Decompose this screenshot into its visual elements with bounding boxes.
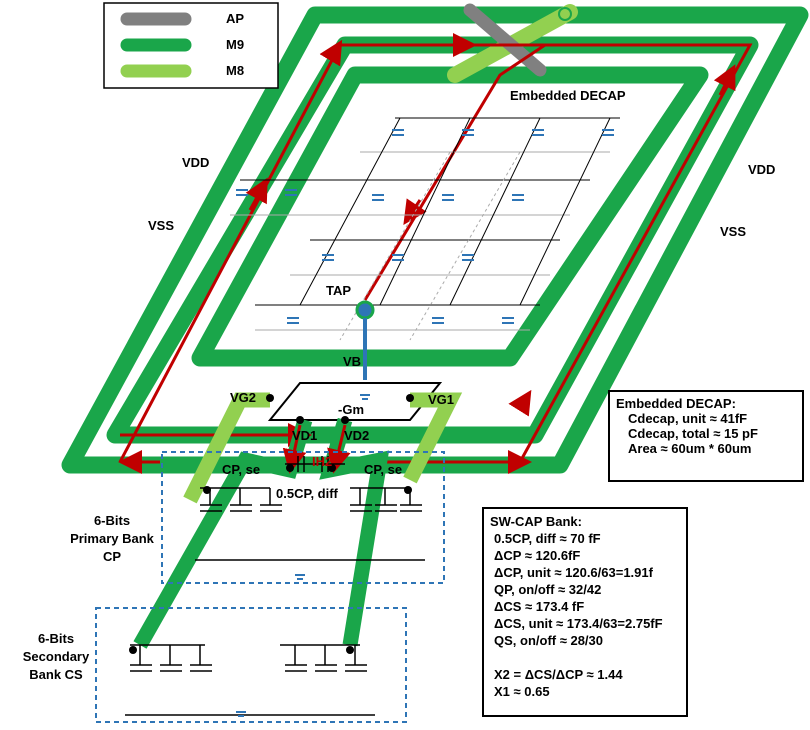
swcap-info-box: SW-CAP Bank: 0.5CP, diff ≈ 70 fF ΔCP ≈ 1…: [482, 507, 688, 717]
ap-crossover: [463, 3, 547, 77]
decap-info-line: Area ≈ 60um * 60um: [628, 441, 752, 456]
inner-m9-ring: [191, 66, 709, 367]
secondary-bank-box: [95, 607, 407, 723]
vss-left-label: VSS: [148, 218, 175, 233]
embedded-decap-title: Embedded DECAP: [510, 88, 626, 103]
decap-info-box: Embedded DECAP: Cdecap, unit ≈ 41fF Cdec…: [608, 390, 804, 482]
swcap-info-line: ΔCP, unit ≈ 120.6/63=1.91f: [494, 565, 653, 580]
swcap-info-title: SW-CAP Bank:: [490, 514, 582, 529]
current-path-inner: [363, 43, 546, 301]
primary-bank-schematic: [195, 456, 425, 561]
gm-block: [267, 382, 443, 421]
cp-se-left-label: CP, se: [222, 462, 261, 477]
vd1-label: VD1: [292, 428, 318, 443]
swcap-info-line: X2 = ΔCS/ΔCP ≈ 1.44: [494, 667, 623, 682]
tap-label: TAP: [326, 283, 352, 298]
vd2-label: VD2: [344, 428, 370, 443]
decap-info-title: Embedded DECAP:: [616, 396, 736, 411]
swcap-info-line: QP, on/off ≈ 32/42: [494, 582, 602, 597]
secondary-bank-label: 6-Bits Secondary Bank CS: [22, 631, 90, 682]
swcap-info-spacer: [490, 649, 680, 666]
vb-label: VB: [343, 354, 362, 369]
legend-label-m9: M9: [226, 37, 245, 52]
vdd-right-label: VDD: [748, 162, 776, 177]
ih2-label: IH2: [312, 454, 333, 469]
primary-bank-box: [161, 451, 445, 584]
swcap-info-line: QS, on/off ≈ 28/30: [494, 633, 603, 648]
gm-label: -Gm: [338, 402, 364, 417]
decap-capacitors: [236, 129, 614, 324]
swcap-info-line: ΔCS ≈ 173.4 fF: [494, 599, 585, 614]
decap-grid: [230, 117, 620, 341]
cp-se-right-label: CP, se: [364, 462, 403, 477]
cp-diff-label: 0.5CP, diff: [276, 486, 338, 501]
vg1-label: VG1: [428, 392, 455, 407]
swcap-info-line: ΔCS, unit ≈ 173.4/63=2.75fF: [494, 616, 663, 631]
swcap-info-line: X1 ≈ 0.65: [494, 684, 550, 699]
legend: [103, 2, 279, 89]
legend-label-m8: M8: [226, 63, 245, 78]
outer-m9-ring: [61, 6, 809, 474]
vdd-left-label: VDD: [182, 155, 210, 170]
vg2-label: VG2: [230, 390, 257, 405]
swcap-info-line: 0.5CP, diff ≈ 70 fF: [494, 531, 601, 546]
swcap-info-line: ΔCP ≈ 120.6fF: [494, 548, 581, 563]
secondary-bank-schematic: [125, 644, 375, 716]
tap-via: [355, 300, 375, 320]
decap-info-line: Cdecap, unit ≈ 41fF: [628, 411, 748, 426]
decap-info-line: Cdecap, total ≈ 15 pF: [628, 426, 758, 441]
legend-label-ap: AP: [226, 11, 245, 26]
primary-bank-label: 6-Bits Primary Bank CP: [70, 513, 154, 564]
vss-right-label: VSS: [720, 224, 747, 239]
